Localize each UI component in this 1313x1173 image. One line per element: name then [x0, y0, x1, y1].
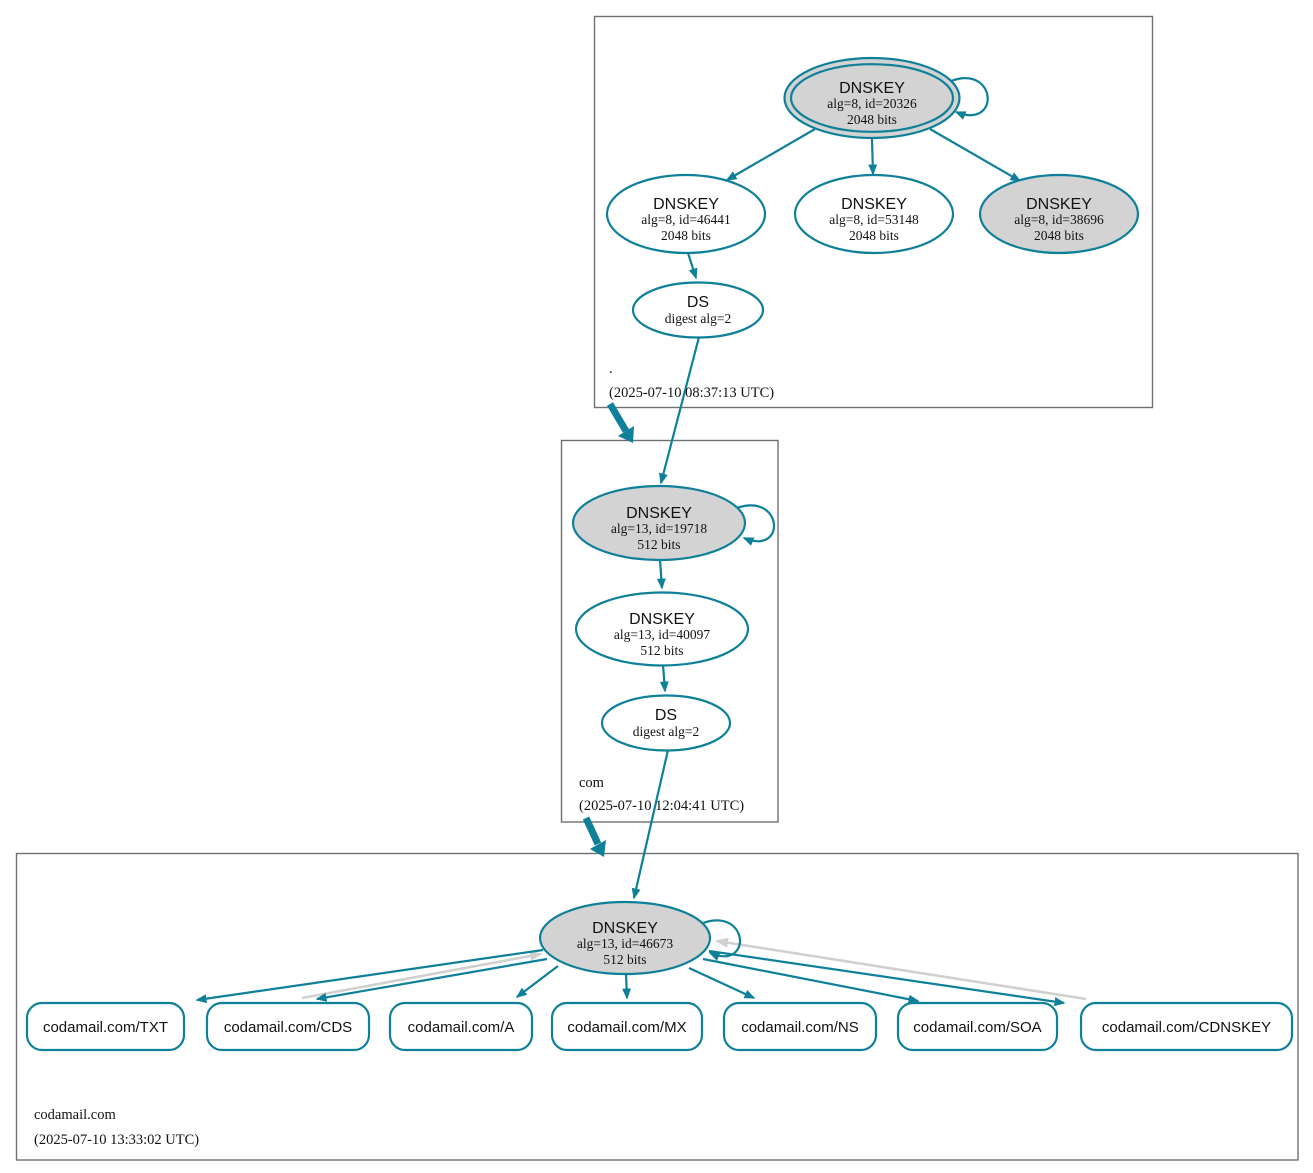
edge-com-ksk-selfsign-loop	[736, 504, 776, 546]
node-detail: alg=8, id=38696	[1014, 212, 1104, 227]
dnskey-node-com-ksk-19718[interactable]: DNSKEY alg=13, id=19718 512 bits	[571, 484, 747, 562]
node-bits: 2048 bits	[849, 228, 899, 243]
edge-root-ksk-to-dnskey-46441	[725, 128, 816, 181]
ds-node-com[interactable]: DS digest alg=2	[600, 694, 732, 752]
zone-timestamp-com: (2025-07-10 12:04:41 UTC)	[579, 798, 744, 814]
node-title: DNSKEY	[841, 196, 907, 213]
rrset-node-cds[interactable]: codamail.com/CDS	[205, 1001, 371, 1052]
edge-delegation-com-to-codamail	[582, 816, 602, 846]
edge-dnskey-to-mx	[622, 973, 632, 1000]
zone-name-com: com	[579, 775, 605, 791]
node-detail: alg=13, id=40097	[614, 627, 710, 642]
node-title: DNSKEY	[653, 196, 719, 213]
node-bits: 2048 bits	[1034, 228, 1084, 243]
node-title: DNSKEY	[839, 80, 905, 97]
rrset-node-mx[interactable]: codamail.com/MX	[550, 1001, 704, 1052]
zone-name-root: .	[609, 361, 613, 377]
edge-cds-refers-to-dnskey	[301, 951, 543, 1000]
zone-timestamp-codamail: (2025-07-10 13:33:02 UTC)	[34, 1132, 199, 1148]
rrset-label: codamail.com/MX	[567, 1019, 686, 1036]
node-detail: digest alg=2	[633, 724, 699, 739]
edge-com-zsk-to-ds	[659, 664, 669, 693]
rrset-label: codamail.com/CDNSKEY	[1102, 1019, 1271, 1036]
rrset-label: codamail.com/A	[408, 1019, 515, 1036]
dnskey-node-codamail-ksk-46673[interactable]: DNSKEY alg=13, id=46673 512 bits	[538, 900, 712, 976]
edge-dnskey-to-a	[515, 965, 559, 998]
rrset-label: codamail.com/SOA	[913, 1019, 1041, 1036]
node-detail: alg=13, id=19718	[611, 521, 707, 536]
dnskey-node-root-38696[interactable]: DNSKEY alg=8, id=38696 2048 bits	[978, 173, 1140, 255]
edge-dnskey-46441-to-root-ds	[686, 252, 698, 280]
edge-delegation-root-to-com-head	[618, 426, 634, 443]
node-bits: 2048 bits	[847, 112, 897, 127]
node-detail: alg=8, id=53148	[829, 212, 919, 227]
rrset-node-cdnskey[interactable]: codamail.com/CDNSKEY	[1079, 1001, 1294, 1052]
edge-dnskey-to-cds	[315, 957, 548, 1002]
node-detail: alg=8, id=46441	[641, 212, 730, 227]
zone-timestamp-root: (2025-07-10 08:37:13 UTC)	[609, 385, 774, 401]
edge-dnskey-to-txt	[195, 948, 544, 1004]
edge-root-ds-to-com-dnskey	[659, 336, 701, 485]
dnskey-node-root-ksk-20326[interactable]: DNSKEY alg=8, id=20326 2048 bits	[783, 56, 961, 140]
edge-dnskey-to-soa	[702, 957, 920, 1004]
node-bits: 2048 bits	[661, 228, 711, 243]
edge-com-ksk-to-zsk	[656, 559, 666, 590]
edge-delegation-root-to-com	[606, 402, 630, 433]
rrset-node-txt[interactable]: codamail.com/TXT	[25, 1001, 186, 1052]
edge-codamail-ksk-selfsign-loop	[702, 919, 742, 961]
rrset-label: codamail.com/TXT	[43, 1019, 168, 1036]
dnskey-node-root-46441[interactable]: DNSKEY alg=8, id=46441 2048 bits	[605, 173, 767, 255]
ds-node-root[interactable]: DS digest alg=2	[631, 281, 765, 339]
edge-dnskey-to-ns	[688, 967, 756, 999]
edge-delegation-com-to-codamail-head	[590, 840, 606, 857]
node-title: DNSKEY	[592, 920, 658, 937]
node-title: DNSKEY	[629, 611, 695, 628]
node-detail: digest alg=2	[665, 311, 731, 326]
rrset-label: codamail.com/NS	[741, 1019, 859, 1036]
rrset-node-a[interactable]: codamail.com/A	[388, 1001, 534, 1052]
node-bits: 512 bits	[637, 537, 680, 552]
node-title: DS	[655, 707, 677, 724]
edge-root-ksk-to-dnskey-53148	[868, 138, 878, 176]
node-bits: 512 bits	[603, 952, 646, 967]
edge-cdnskey-refers-to-dnskey	[715, 937, 1087, 1001]
edge-dnskey-to-cdnskey	[708, 949, 1066, 1007]
dnskey-node-root-53148[interactable]: DNSKEY alg=8, id=53148 2048 bits	[793, 173, 955, 255]
node-detail: alg=13, id=46673	[577, 936, 673, 951]
node-title: DNSKEY	[626, 505, 692, 522]
zone-name-codamail: codamail.com	[34, 1107, 116, 1123]
rrset-node-ns[interactable]: codamail.com/NS	[722, 1001, 878, 1052]
edge-root-ksk-selfsign-loop	[950, 77, 989, 120]
node-bits: 512 bits	[640, 643, 683, 658]
edge-root-ksk-to-dnskey-38696	[929, 128, 1022, 182]
rrset-node-soa[interactable]: codamail.com/SOA	[896, 1001, 1059, 1052]
node-title: DS	[687, 294, 709, 311]
edge-com-ds-to-codamail-dnskey	[631, 749, 670, 900]
rrset-label: codamail.com/CDS	[224, 1019, 352, 1036]
node-detail: alg=8, id=20326	[827, 96, 917, 111]
node-title: DNSKEY	[1026, 196, 1092, 213]
dnskey-node-com-40097[interactable]: DNSKEY alg=13, id=40097 512 bits	[574, 591, 750, 667]
